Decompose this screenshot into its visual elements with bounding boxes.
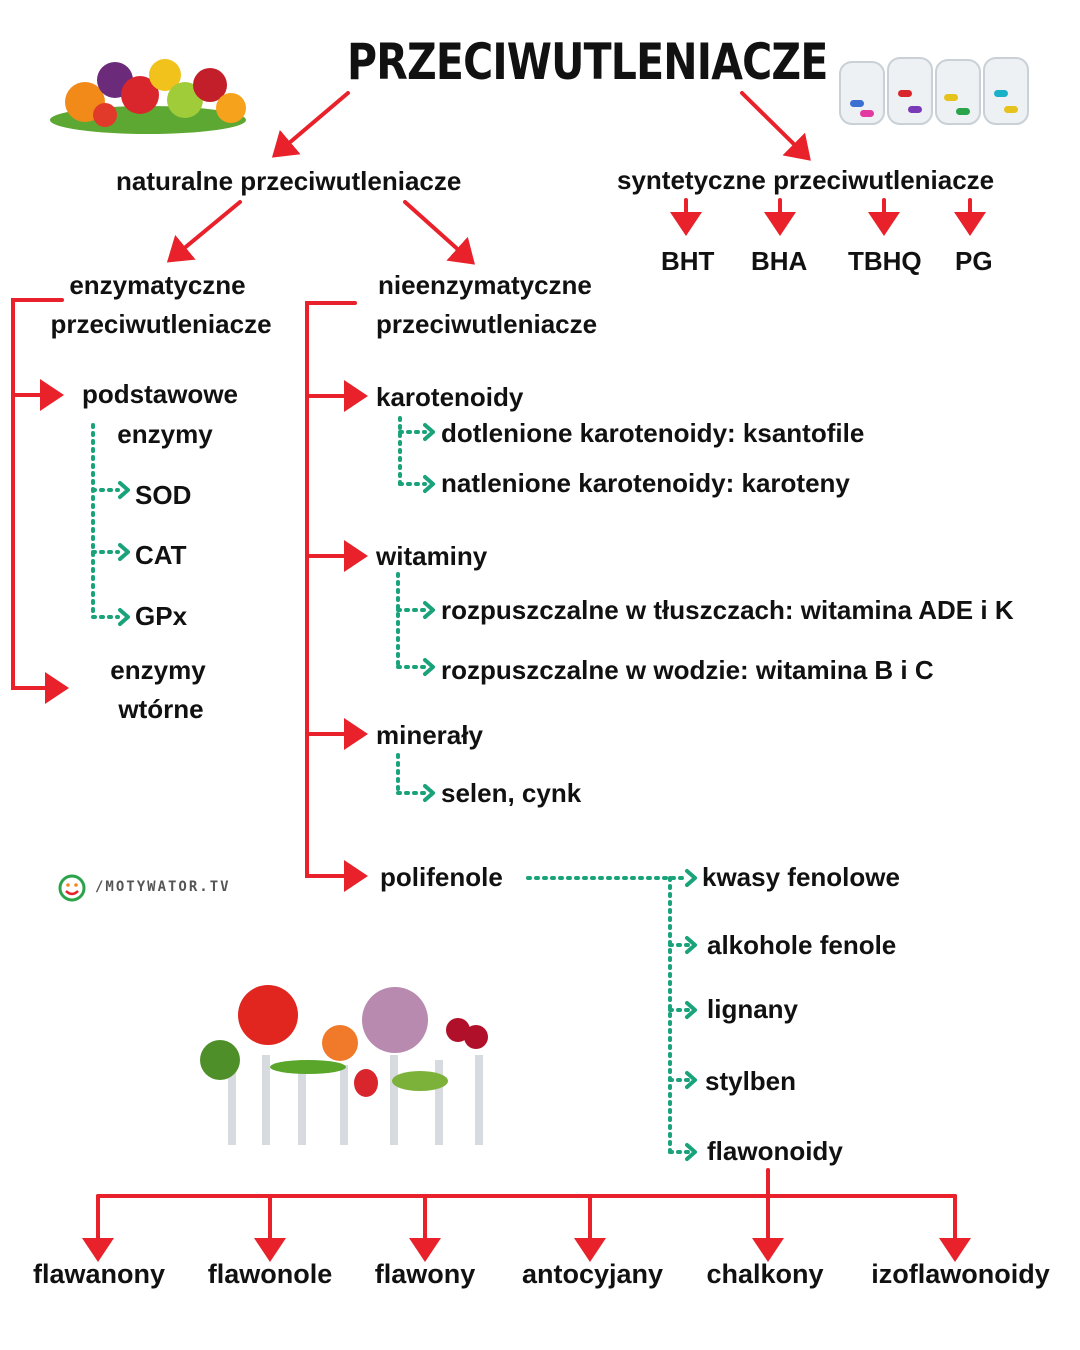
bracket-nonenzymatic <box>305 301 368 892</box>
flavonoid-item: antocyjany <box>521 1259 664 1289</box>
group-carotenoids: karotenoidy <box>376 382 524 412</box>
synthetic-item: PG <box>955 246 993 276</box>
enzyme-item: CAT <box>135 540 187 570</box>
capsules-jars-image <box>839 57 1029 125</box>
group-item: dotlenione karotenoidy: ksantofile <box>441 418 865 448</box>
smiley-logo-icon <box>58 874 86 902</box>
flavonoid-item: flawonole <box>207 1259 333 1289</box>
secondary-enzymes-line2: wtórne <box>118 694 204 724</box>
group-item: alkohole fenole <box>707 930 897 960</box>
brand-logo: /MOTYWATOR.TV <box>55 872 231 902</box>
group-polyphenols: polifenole <box>380 862 503 892</box>
enzymatic-label-line1: enzymatyczne <box>69 270 246 300</box>
group-item: kwasy fenolowe <box>702 862 900 892</box>
nonenzymatic-label-line1: nieenzymatyczne <box>378 270 592 300</box>
synthetic-item: BHT <box>661 246 715 276</box>
arrow-natural-nonenzymatic <box>403 200 475 265</box>
enzyme-item: SOD <box>135 480 192 510</box>
enzymatic-label-line2: przeciwutleniacze <box>50 309 272 339</box>
brand-text: /MOTYWATOR.TV <box>95 879 231 895</box>
flavonoid-item: flawony <box>374 1259 476 1289</box>
flavonoid-item: izoflawonoidy <box>871 1259 1050 1289</box>
group-item: lignany <box>707 994 799 1024</box>
group-item: selen, cynk <box>441 778 582 808</box>
enzyme-item: GPx <box>135 601 188 631</box>
group-item: flawonoidy <box>707 1136 843 1166</box>
natural-antioxidants-label: naturalne przeciwutleniacze <box>116 166 462 196</box>
group-minerals: minerały <box>376 720 483 750</box>
group-item: rozpuszczalne w wodzie: witamina B i C <box>441 655 934 685</box>
nonenzymatic-label-line2: przeciwutleniacze <box>376 309 598 339</box>
flavonoid-item: chalkony <box>706 1259 824 1289</box>
arrow-title-natural <box>271 91 350 158</box>
group-item: rozpuszczalne w tłuszczach: witamina ADE… <box>441 595 1014 625</box>
synthetic-item: TBHQ <box>848 246 922 276</box>
arrow-title-synthetic <box>740 91 811 161</box>
synthetic-item: BHA <box>751 246 808 276</box>
page-title: PRZECIWUTLENIACZE <box>347 33 828 91</box>
group-item: stylben <box>705 1066 797 1096</box>
arrow-natural-enzymatic <box>166 200 242 263</box>
basic-enzymes-line2: enzymy <box>117 419 213 449</box>
secondary-enzymes-line1: enzymy <box>110 655 206 685</box>
basic-enzymes-line1: podstawowe <box>81 379 238 409</box>
group-vitamins: witaminy <box>376 541 488 571</box>
fruit-vegetables-image <box>50 59 246 134</box>
group-item: natlenione karotenoidy: karoteny <box>441 468 850 498</box>
vegetables-on-forks-image <box>200 985 488 1145</box>
synthetic-antioxidants-label: syntetyczne przeciwutleniacze <box>617 165 995 195</box>
bracket-enzymatic <box>11 298 69 704</box>
flavonoid-item: flawanony <box>32 1259 166 1289</box>
